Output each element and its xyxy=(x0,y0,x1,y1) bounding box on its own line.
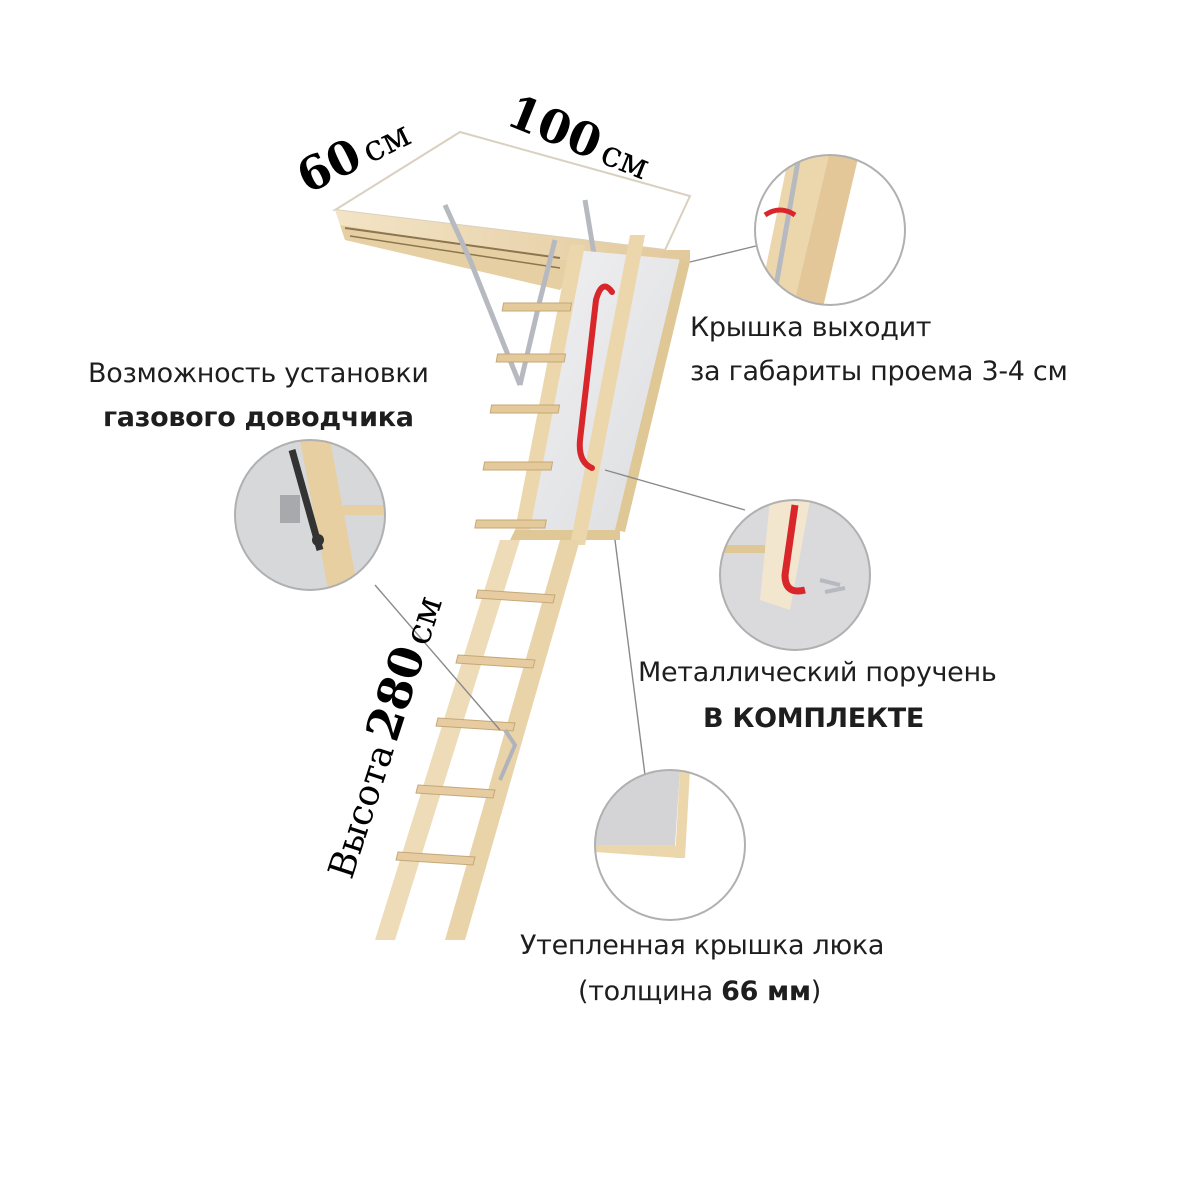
detail-circle-insulated-lid xyxy=(594,769,746,921)
hatch-frame xyxy=(332,130,692,290)
detail-circle-gas-closer xyxy=(234,439,386,591)
detail-circle-lid-overhang xyxy=(754,154,906,306)
callout-handrail-line1: Металлический поручень xyxy=(638,657,997,688)
handrail xyxy=(576,283,615,471)
callout-insulated-lid-line1: Утепленная крышка люка xyxy=(520,930,885,961)
callout-gas-closer-line2: газового доводчика xyxy=(103,402,414,433)
callout-lid-overhang-line1: Крышка выходит xyxy=(690,312,932,343)
callout-insulated-lid-line2: (толщина 66 мм) xyxy=(578,976,821,1007)
detail-circle-handrail xyxy=(719,499,871,651)
callout-lid-overhang-line2: за габариты проема 3-4 см xyxy=(690,356,1068,387)
callout-handrail-line2: В КОМПЛЕКТЕ xyxy=(703,703,924,734)
lower-ladder-section xyxy=(375,540,580,940)
leader-lines xyxy=(374,244,761,776)
callout-gas-closer-line1: Возможность установки xyxy=(88,358,429,389)
